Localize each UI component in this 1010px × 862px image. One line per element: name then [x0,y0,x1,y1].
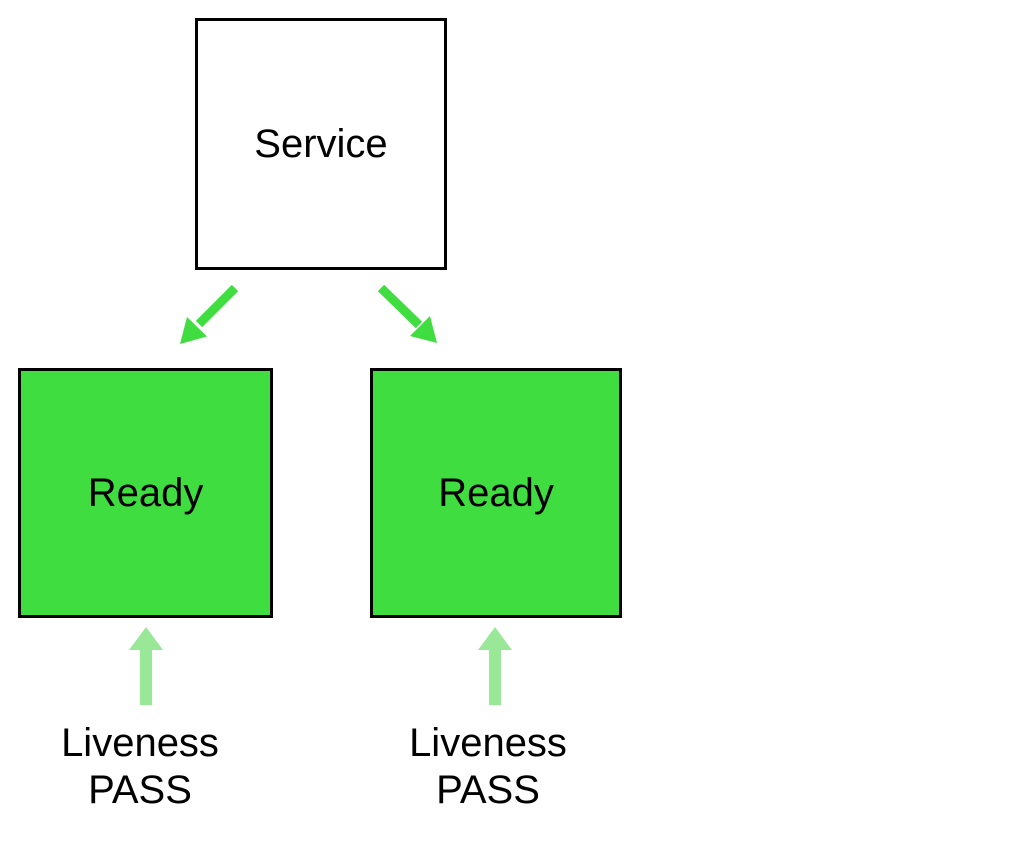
pod2-ready-box: Ready [370,368,622,618]
service-to-pod2-arrow-icon [377,284,437,343]
service-box: Service [195,18,447,270]
liveness-arrow-pod1-icon [129,627,163,705]
pod1-probe-result: PASS [88,768,192,812]
pod1-probe-name: Liveness [61,721,219,765]
pod1-ready-box: Ready [18,368,273,618]
pod2-probe-name: Liveness [409,721,567,765]
pod1-state-label: Ready [87,471,204,515]
pod2-state-label: Ready [438,471,554,515]
pod1-liveness-label: Liveness PASS [20,720,260,814]
service-label: Service [254,122,388,166]
service-to-pod1-arrow-icon [180,284,239,344]
pod2-probe-result: PASS [436,768,540,812]
pod2-liveness-label: Liveness PASS [368,720,608,814]
liveness-arrow-pod2-icon [478,627,512,705]
